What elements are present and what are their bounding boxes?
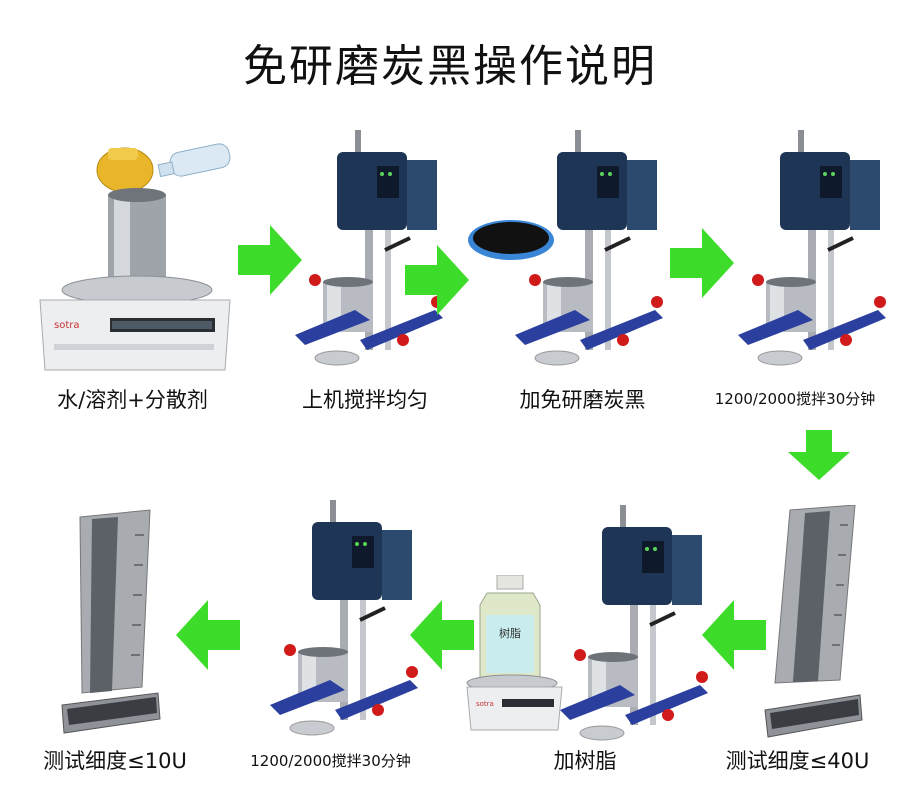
disperser-mixer-image <box>728 130 888 370</box>
step-6-label: 加树脂 <box>553 749 617 773</box>
left-arrow-icon <box>410 600 474 670</box>
step-1-label: 水/溶剂+分散剂 <box>57 388 208 412</box>
step-5-label: 测试细度≤40U <box>725 749 870 773</box>
step-4-label: 1200/2000搅拌30分钟 <box>714 390 876 408</box>
left-arrow-icon <box>176 600 240 670</box>
resin-bottle-on-scale-image: 树脂 sotra <box>462 575 567 735</box>
page-title: 免研磨炭黑操作说明 <box>243 41 657 92</box>
scale-brand-text: sotra <box>54 320 80 331</box>
right-arrow-icon <box>405 245 469 315</box>
step-7-label: 1200/2000搅拌30分钟 <box>250 752 411 770</box>
step-8-label: 测试细度≤10U <box>43 749 187 773</box>
down-arrow-icon <box>788 430 850 480</box>
fineness-gauge-image <box>60 505 170 740</box>
resin-bottle-label: 树脂 <box>499 626 521 640</box>
disperser-mixer-image <box>505 130 665 370</box>
scale-with-cup-image: sotra <box>30 140 235 380</box>
fineness-gauge-image <box>760 505 870 740</box>
disperser-mixer-image <box>550 505 710 745</box>
step-3-label: 加免研磨炭黑 <box>519 388 646 412</box>
disperser-mixer-image <box>285 130 445 370</box>
right-arrow-icon <box>238 225 302 295</box>
left-arrow-icon <box>702 600 766 670</box>
carbon-black-dish-image <box>466 210 556 265</box>
disperser-mixer-image <box>260 500 420 740</box>
step-2-label: 上机搅拌均匀 <box>302 388 428 412</box>
small-scale-brand-text: sotra <box>476 700 494 708</box>
right-arrow-icon <box>670 228 734 298</box>
